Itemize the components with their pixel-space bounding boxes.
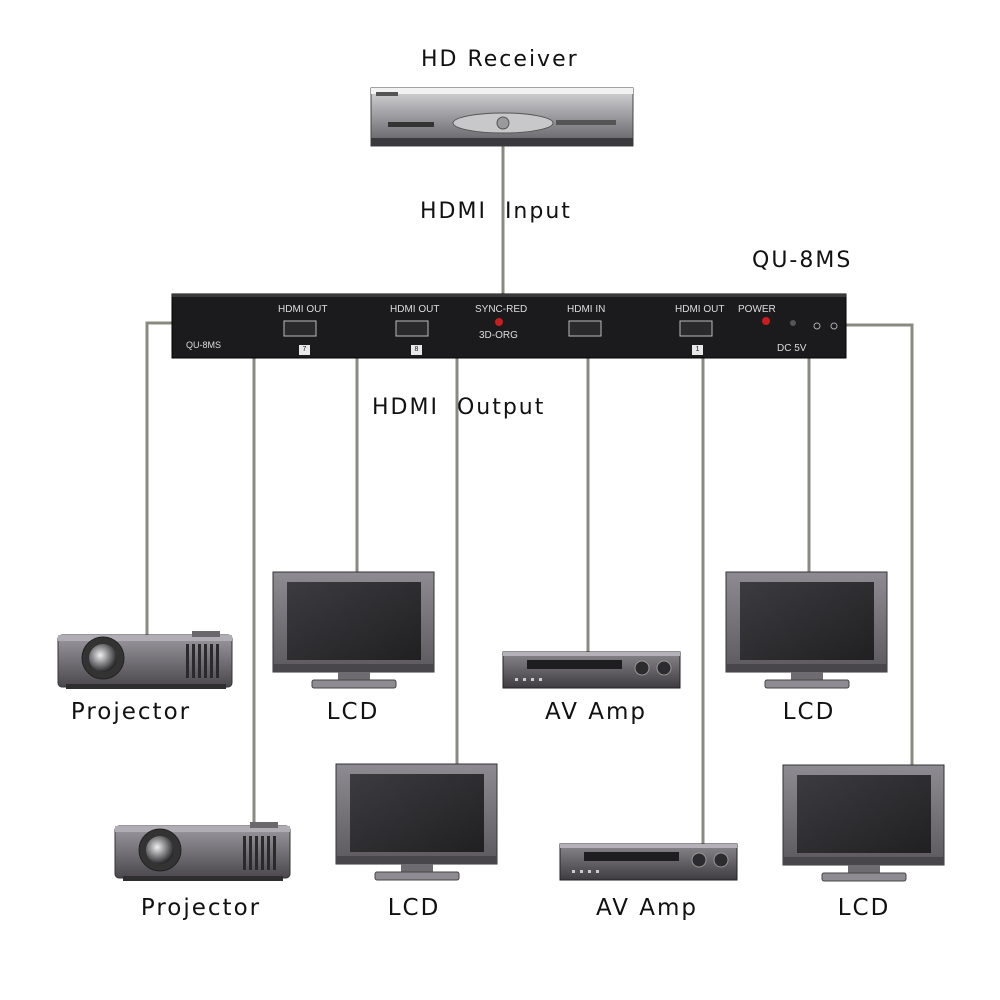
model-label: QU-8MS [752, 248, 853, 273]
projector-1-device [57, 631, 233, 689]
port-number-1: 1 [692, 345, 703, 355]
lcd-4-label: LCD [837, 895, 891, 921]
splitter-panel [171, 293, 847, 359]
cable-lcd-4 [846, 323, 914, 765]
lcd-2-label: LCD [782, 699, 836, 725]
hd-receiver-device [370, 87, 634, 147]
lcd-2-device [725, 571, 888, 689]
lcd-4-device [782, 764, 945, 882]
av-amp-2-device [559, 843, 738, 881]
panel-dc-label: DC 5V [777, 343, 807, 354]
projector-2-label: Projector [140, 895, 262, 921]
port-hdmi-out-8 [395, 320, 429, 337]
port-hdmi-in [568, 320, 602, 337]
av-amp-1-label: AV Amp [544, 699, 648, 725]
lcd-1-label: LCD [326, 699, 380, 725]
panel-hdmi-out-1-label: HDMI OUT [675, 304, 725, 315]
panel-hdmi-out-7-label: HDMI OUT [278, 304, 328, 315]
port-number-8: 8 [411, 345, 422, 355]
av-amp-1-device [502, 651, 681, 689]
panel-power-label: POWER [738, 304, 776, 315]
lcd-1-device [272, 571, 435, 689]
lcd-3-label: LCD [387, 895, 441, 921]
hdmi-input-label: HDMI Input [420, 199, 572, 224]
port-hdmi-out-1 [679, 320, 713, 337]
panel-hdmi-in-label: HDMI IN [567, 304, 606, 315]
sync-led [495, 318, 503, 326]
panel-model-tag: QU-8MS [186, 340, 222, 350]
av-amp-2-label: AV Amp [595, 895, 699, 921]
projector-1-label: Projector [70, 699, 192, 725]
power-led [762, 317, 770, 325]
hdmi-output-label: HDMI Output [372, 395, 546, 420]
cable-projector-1 [145, 321, 172, 636]
receiver-label: HD Receiver [421, 47, 579, 72]
panel-sync-red-label: SYNC-RED [475, 304, 528, 315]
panel-hdmi-out-8-label: HDMI OUT [390, 304, 440, 315]
cables [145, 146, 914, 844]
port-number-7: 7 [299, 345, 310, 355]
projector-2-device [114, 822, 291, 881]
port-hdmi-out-7 [283, 320, 317, 337]
lcd-3-device [335, 763, 498, 881]
panel-3d-org-label: 3D-ORG [479, 330, 518, 341]
